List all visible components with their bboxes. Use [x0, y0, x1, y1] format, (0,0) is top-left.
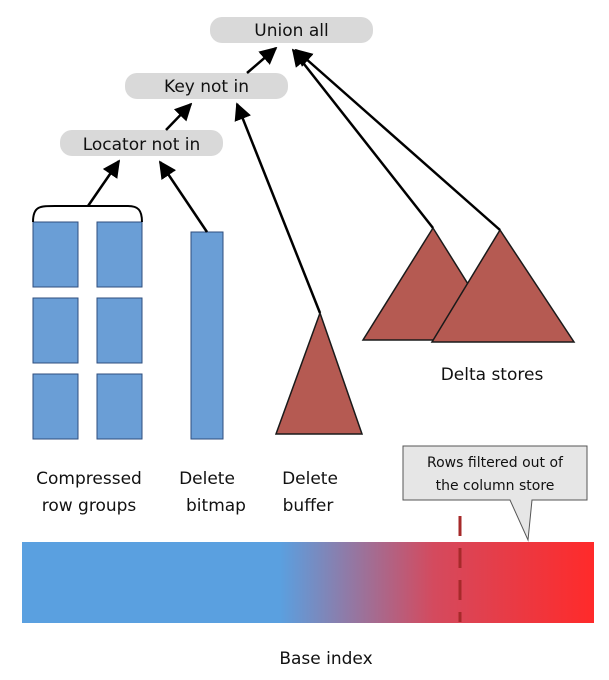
label-delete-buffer-line2: buffer [283, 496, 334, 516]
arrow-delta1-to-union [291, 48, 434, 229]
flow-arrows [86, 46, 501, 314]
delete-buffer-triangle [274, 310, 364, 435]
row-groups-brace [32, 205, 143, 223]
arrow-locator-to-key [165, 102, 193, 131]
delete-bitmap-bar [190, 231, 224, 440]
label-compressed-line2: row groups [42, 496, 137, 516]
label-delete-bitmap-line2: bitmap [186, 496, 246, 516]
label-delete-bitmap-line1: Delete [179, 469, 235, 489]
label-base-index: Base index [279, 649, 372, 669]
row-group-block [32, 297, 79, 364]
base-index-bar [22, 542, 594, 623]
row-group-block [96, 373, 143, 440]
callout-rows-filtered: Rows filtered out of the column store [402, 445, 588, 542]
arrow-bitmap-to-locator [158, 160, 209, 233]
node-key-not-in: Key not in [125, 73, 288, 99]
label-compressed-line1: Compressed [36, 469, 142, 489]
arrow-key-to-union [246, 46, 278, 74]
label-delete-buffer-line1: Delete [282, 469, 338, 489]
arrow-buffer-to-key [234, 102, 322, 314]
row-group-block [96, 297, 143, 364]
node-key-not-in-label: Key not in [164, 77, 249, 97]
callout-line1: Rows filtered out of [427, 455, 564, 471]
node-union-all-label: Union all [254, 21, 328, 41]
node-union-all: Union all [210, 17, 373, 43]
node-locator-not-in: Locator not in [60, 130, 223, 156]
node-locator-not-in-label: Locator not in [83, 135, 201, 155]
delta-store-triangle-front [430, 228, 576, 343]
row-group-block [96, 221, 143, 288]
callout-line2: the column store [436, 478, 555, 494]
row-group-block [32, 373, 79, 440]
arrow-delta2-to-union [294, 48, 501, 231]
arrow-rowgroups-to-locator [86, 159, 121, 207]
label-delta-stores: Delta stores [441, 365, 544, 385]
row-group-block [32, 221, 79, 288]
compressed-row-groups [32, 221, 143, 440]
